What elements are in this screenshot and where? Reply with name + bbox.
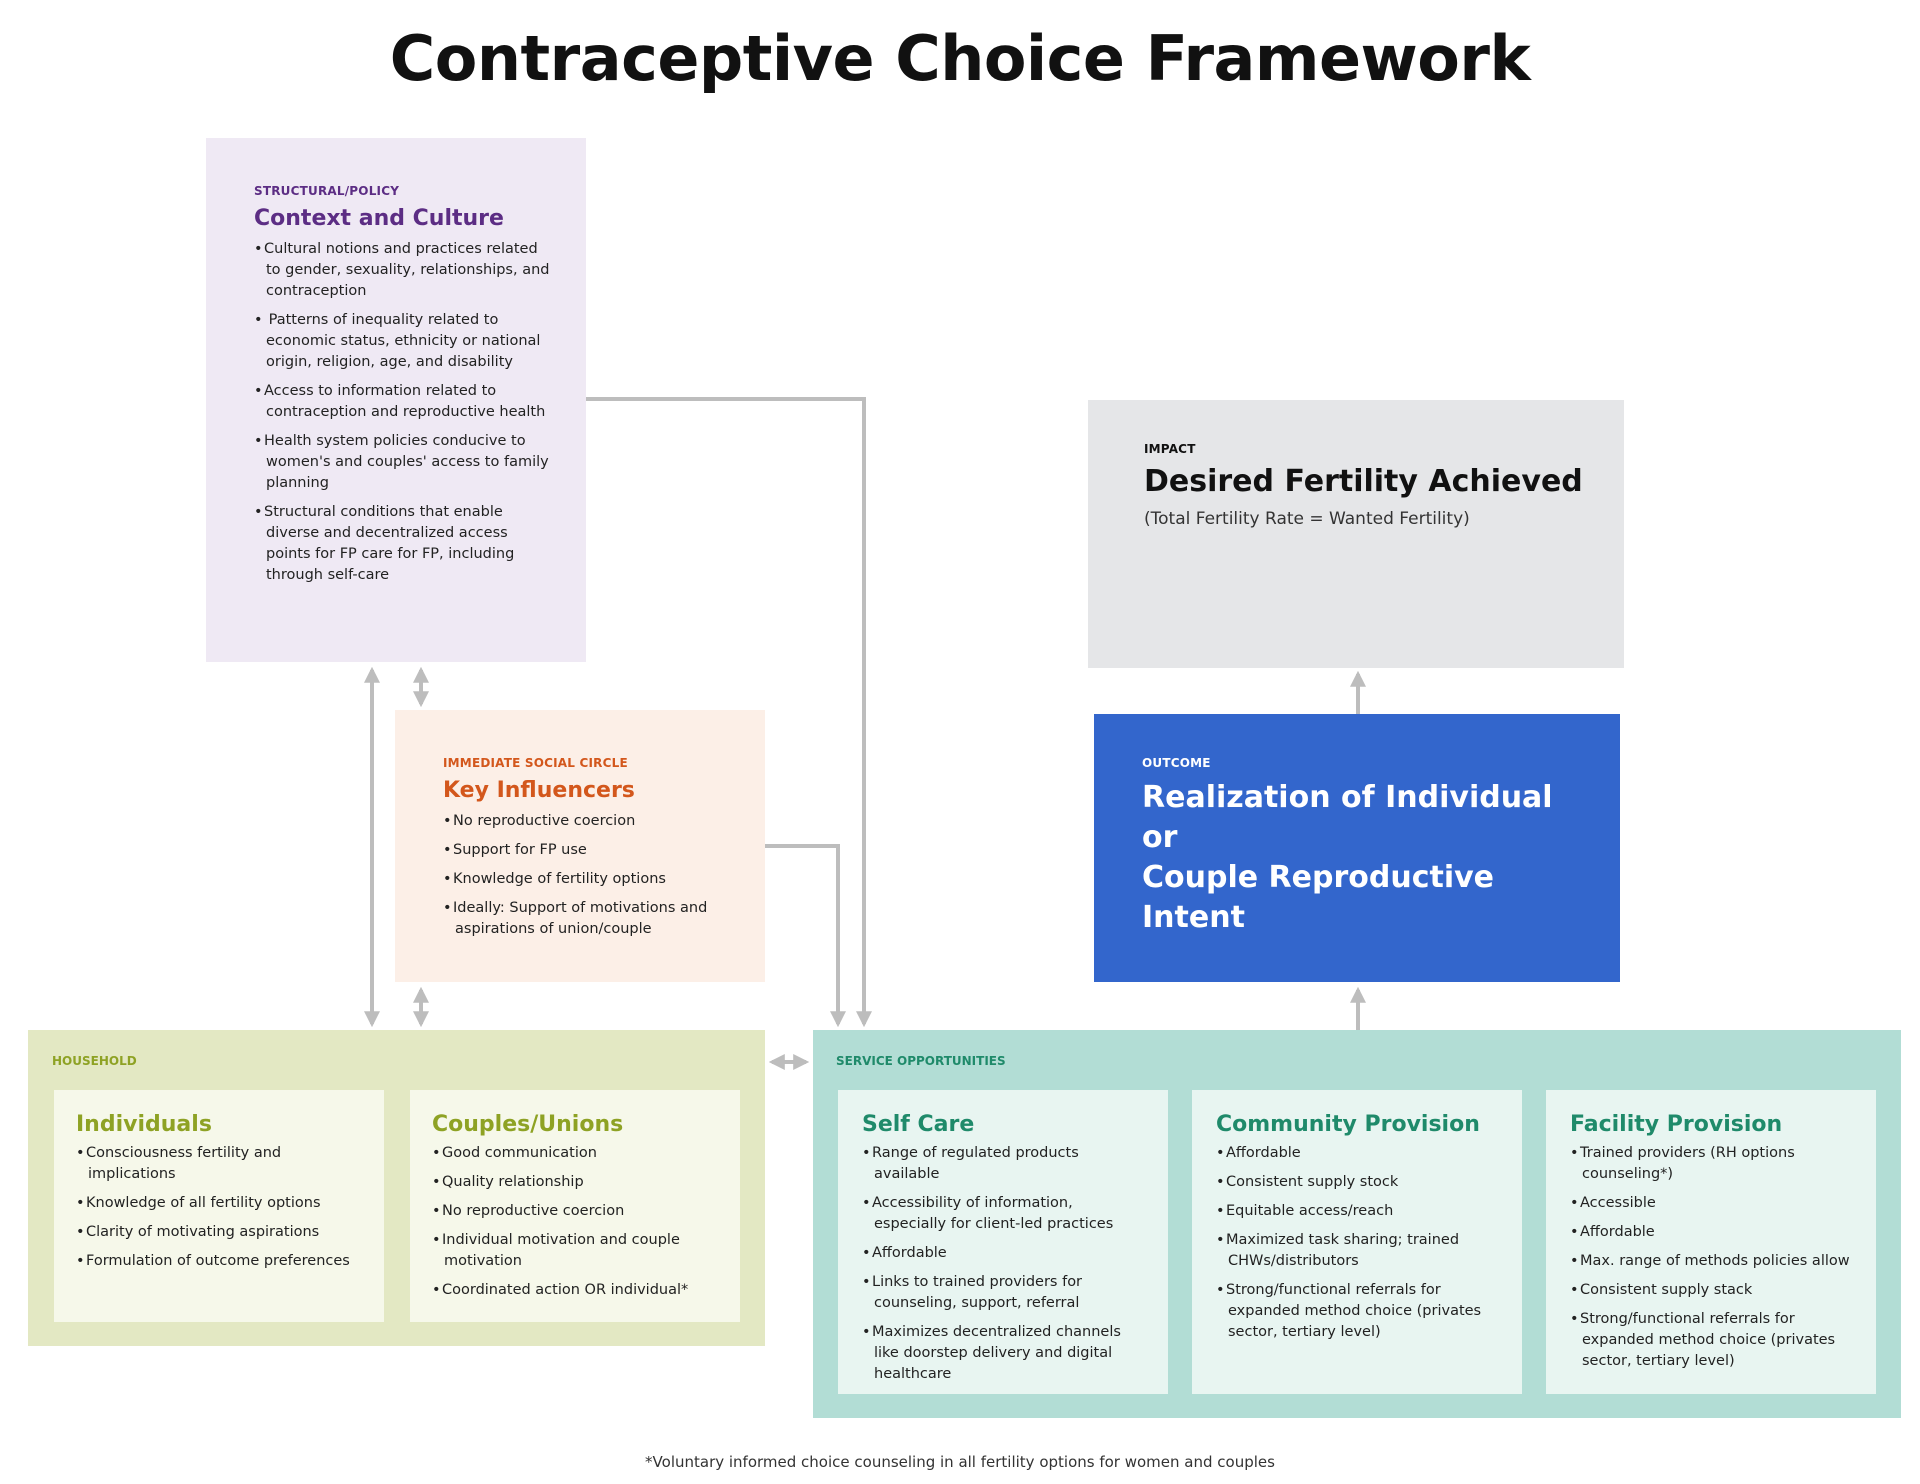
list-item: Access to information related to contrac… bbox=[254, 381, 552, 423]
couples-heading: Couples/Unions bbox=[432, 1112, 624, 1137]
individuals-box: Individuals Consciousness fertility and … bbox=[54, 1090, 384, 1322]
list-item: No reproductive coercion bbox=[432, 1201, 718, 1222]
selfcare-list: Range of regulated products available Ac… bbox=[862, 1143, 1148, 1385]
community-heading: Community Provision bbox=[1216, 1112, 1480, 1137]
arrow-influencers-service bbox=[765, 844, 846, 1028]
couples-list: Good communication Quality relationship … bbox=[432, 1143, 718, 1301]
list-item: Knowledge of all fertility options bbox=[76, 1193, 362, 1214]
impact-subtitle: (Total Fertility Rate = Wanted Fertility… bbox=[1144, 509, 1470, 529]
context-heading: Context and Culture bbox=[254, 206, 504, 231]
influencers-heading: Key Influencers bbox=[443, 778, 635, 803]
list-item: Good communication bbox=[432, 1143, 718, 1164]
list-item: Knowledge of fertility options bbox=[443, 869, 735, 890]
arrow-context-service bbox=[586, 397, 872, 1028]
outcome-heading-line: Couple Reproductive Intent bbox=[1142, 860, 1495, 935]
influencers-label: IMMEDIATE SOCIAL CIRCLE bbox=[443, 756, 628, 770]
list-item: Maximizes decentralized channels like do… bbox=[862, 1322, 1148, 1385]
facility-list: Trained providers (RH options counseling… bbox=[1570, 1143, 1856, 1372]
impact-box: IMPACT Desired Fertility Achieved (Total… bbox=[1088, 400, 1624, 668]
footnote: *Voluntary informed choice counseling in… bbox=[645, 1453, 1275, 1471]
list-item: Support for FP use bbox=[443, 840, 735, 861]
list-item: Accessible bbox=[1570, 1193, 1856, 1214]
list-item: Health system policies conducive to wome… bbox=[254, 431, 552, 494]
page-title: Contraceptive Choice Framework bbox=[389, 22, 1531, 95]
outcome-heading: Realization of Individual or Couple Repr… bbox=[1142, 778, 1580, 938]
outcome-box: OUTCOME Realization of Individual or Cou… bbox=[1094, 714, 1620, 982]
outcome-heading-line: Realization of Individual or bbox=[1142, 780, 1553, 855]
list-item: Accessibility of information, especially… bbox=[862, 1193, 1148, 1235]
selfcare-heading: Self Care bbox=[862, 1112, 975, 1137]
list-item: Affordable bbox=[862, 1243, 1148, 1264]
list-item: Quality relationship bbox=[432, 1172, 718, 1193]
list-item: No reproductive coercion bbox=[443, 811, 735, 832]
context-list: Cultural notions and practices related t… bbox=[254, 239, 552, 586]
list-item: Clarity of motivating aspirations bbox=[76, 1222, 362, 1243]
list-item: Coordinated action OR individual* bbox=[432, 1280, 718, 1301]
list-item: Consistent supply stack bbox=[1570, 1280, 1856, 1301]
community-provision-box: Community Provision Affordable Consisten… bbox=[1192, 1090, 1522, 1394]
list-item: Consciousness fertility and implications bbox=[76, 1143, 362, 1185]
list-item: Equitable access/reach bbox=[1216, 1201, 1502, 1222]
facility-provision-box: Facility Provision Trained providers (RH… bbox=[1546, 1090, 1876, 1394]
list-item: Ideally: Support of motivations and aspi… bbox=[443, 898, 735, 940]
service-label: SERVICE OPPORTUNITIES bbox=[836, 1054, 1006, 1068]
list-item: Strong/functional referrals for expanded… bbox=[1216, 1280, 1502, 1343]
list-item: Formulation of outcome preferences bbox=[76, 1251, 362, 1272]
list-item: Cultural notions and practices related t… bbox=[254, 239, 552, 302]
list-item: Trained providers (RH options counseling… bbox=[1570, 1143, 1856, 1185]
self-care-box: Self Care Range of regulated products av… bbox=[838, 1090, 1168, 1394]
list-item: Range of regulated products available bbox=[862, 1143, 1148, 1185]
list-item: Max. range of methods policies allow bbox=[1570, 1251, 1856, 1272]
list-item: Consistent supply stock bbox=[1216, 1172, 1502, 1193]
context-culture-box: STRUCTURAL/POLICY Context and Culture Cu… bbox=[206, 138, 586, 662]
couples-unions-box: Couples/Unions Good communication Qualit… bbox=[410, 1090, 740, 1322]
list-item: Structural conditions that enable divers… bbox=[254, 502, 552, 586]
context-label: STRUCTURAL/POLICY bbox=[254, 184, 400, 198]
community-list: Affordable Consistent supply stock Equit… bbox=[1216, 1143, 1502, 1343]
impact-heading: Desired Fertility Achieved bbox=[1144, 464, 1583, 499]
list-item: Maximized task sharing; trained CHWs/dis… bbox=[1216, 1230, 1502, 1272]
outcome-label: OUTCOME bbox=[1142, 756, 1211, 770]
list-item: Individual motivation and couple motivat… bbox=[432, 1230, 718, 1272]
key-influencers-box: IMMEDIATE SOCIAL CIRCLE Key Influencers … bbox=[395, 710, 765, 982]
list-item: Affordable bbox=[1570, 1222, 1856, 1243]
list-item: Affordable bbox=[1216, 1143, 1502, 1164]
influencers-list: No reproductive coercion Support for FP … bbox=[443, 811, 735, 940]
household-label: HOUSEHOLD bbox=[52, 1054, 137, 1068]
list-item: Strong/functional referrals for expanded… bbox=[1570, 1309, 1856, 1372]
list-item: Links to trained providers for counselin… bbox=[862, 1272, 1148, 1314]
individuals-heading: Individuals bbox=[76, 1112, 212, 1137]
individuals-list: Consciousness fertility and implications… bbox=[76, 1143, 362, 1272]
impact-label: IMPACT bbox=[1144, 442, 1196, 456]
facility-heading: Facility Provision bbox=[1570, 1112, 1783, 1137]
list-item: Patterns of inequality related to econom… bbox=[254, 310, 552, 373]
